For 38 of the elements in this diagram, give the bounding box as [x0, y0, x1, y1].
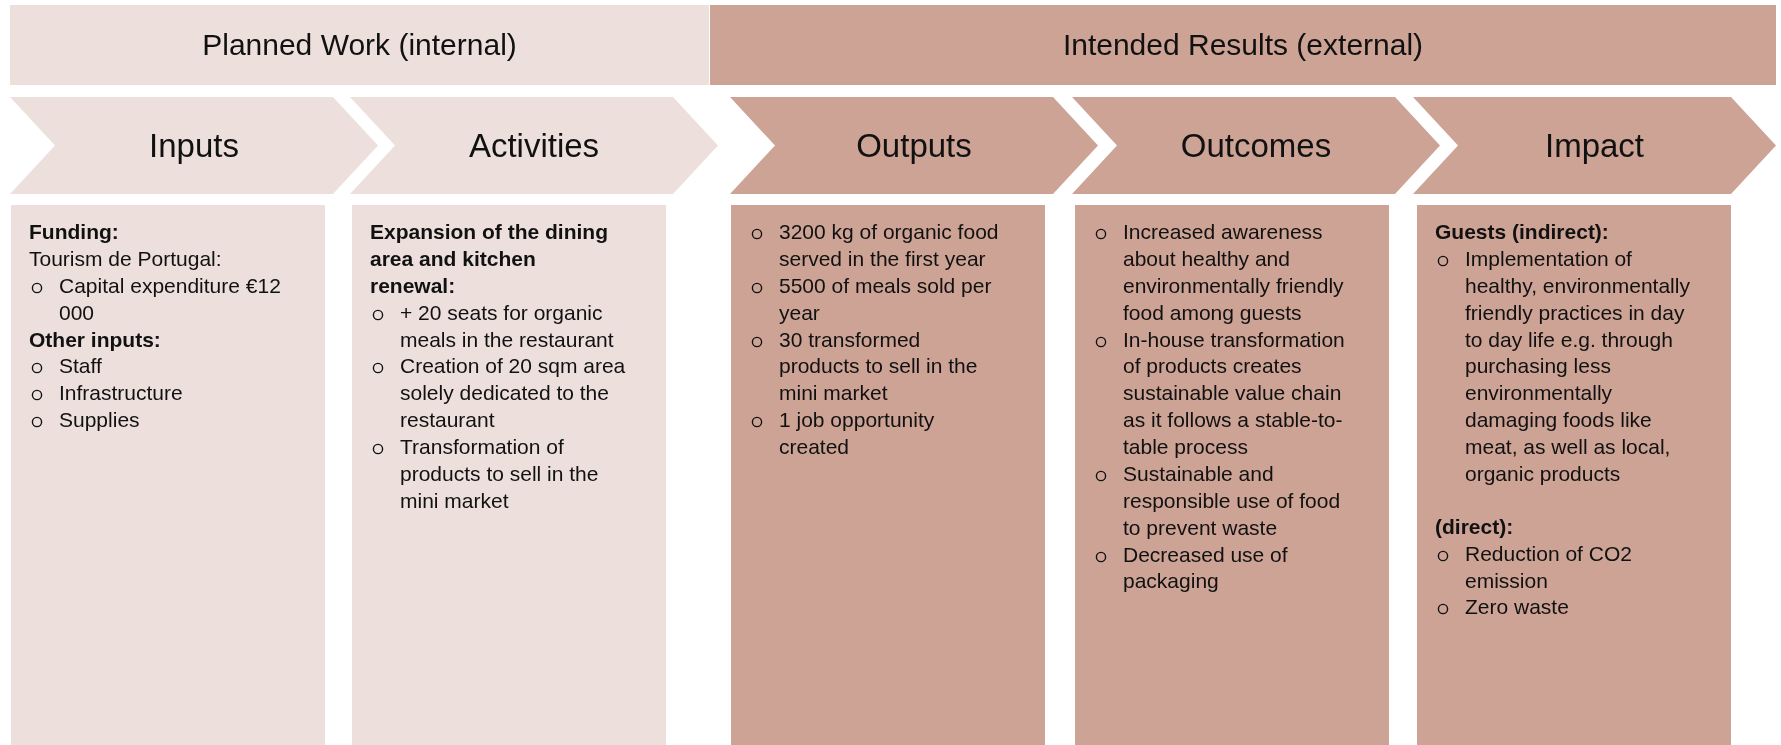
bullet-item: Zero waste: [1435, 594, 1691, 622]
bullet-item: Transformation of products to sell in the mini market: [370, 434, 626, 515]
content-panel: [352, 205, 666, 745]
bullet-item: Supplies: [29, 407, 285, 434]
section-header-band: [710, 5, 1776, 85]
content-panel: [11, 205, 325, 745]
body-text: Tourism de Portugal:: [29, 245, 223, 272]
bullet-item: Decreased use of packaging: [1093, 541, 1349, 596]
bullet-item: Capital expenditure €12 000: [29, 272, 285, 327]
stage-title: Inputs: [149, 126, 239, 165]
stage-title: Outcomes: [1180, 126, 1332, 165]
bullet-item: + 20 seats for organic meals in the restaurant: [370, 299, 626, 354]
bullet-item: Infrastructure: [29, 380, 285, 408]
bullet-item: Creation of 20 sqm area solely dedicated to the restaurant: [370, 353, 626, 434]
stage-title: Activities: [468, 126, 600, 165]
bullet-item: 5500 of meals sold per year: [749, 272, 1005, 327]
bullet-item: Increased awareness about healthy and environmentally friendly food among guests: [1093, 219, 1349, 327]
bullet-item: 3200 kg of organic food served in the first year: [749, 219, 1005, 273]
section-heading: (direct):: [1435, 513, 1515, 540]
header-title: Planned Work (internal): [202, 28, 517, 62]
section-heading: Funding:: [29, 219, 120, 245]
bullet-item: 1 job opportunity created: [749, 407, 1005, 461]
content-panel: [1417, 205, 1731, 745]
content-panel: [731, 205, 1045, 745]
stage-title: Impact: [1544, 126, 1644, 165]
section-heading: Expansion of the dining area and kitchen renewal:: [370, 219, 609, 299]
stage-title: Outputs: [856, 126, 972, 165]
bullet-item: Reduction of CO2 emission: [1435, 540, 1691, 595]
header-title: Intended Results (external): [1062, 28, 1424, 62]
section-header-band: [10, 5, 709, 85]
bullet-item: Sustainable and responsible use of food to prevent waste: [1093, 460, 1349, 542]
section-heading: Other inputs:: [29, 326, 162, 353]
bullet-item: Staff: [29, 353, 285, 381]
section-heading: Guests (indirect):: [1435, 219, 1610, 245]
bullet-item: Implementation of healthy, environmentally friendly practices in day to day life e.g. through purchasing less environmentally damaging foods like meat, as well as local, organic products: [1435, 245, 1691, 488]
bullet-item: 30 transformed products to sell in the mini market: [749, 326, 1005, 408]
content-panel: [1075, 205, 1389, 745]
bullet-item: In-house transformation of products creates sustainable value chain as it follows a stable-to- table process: [1093, 326, 1349, 461]
